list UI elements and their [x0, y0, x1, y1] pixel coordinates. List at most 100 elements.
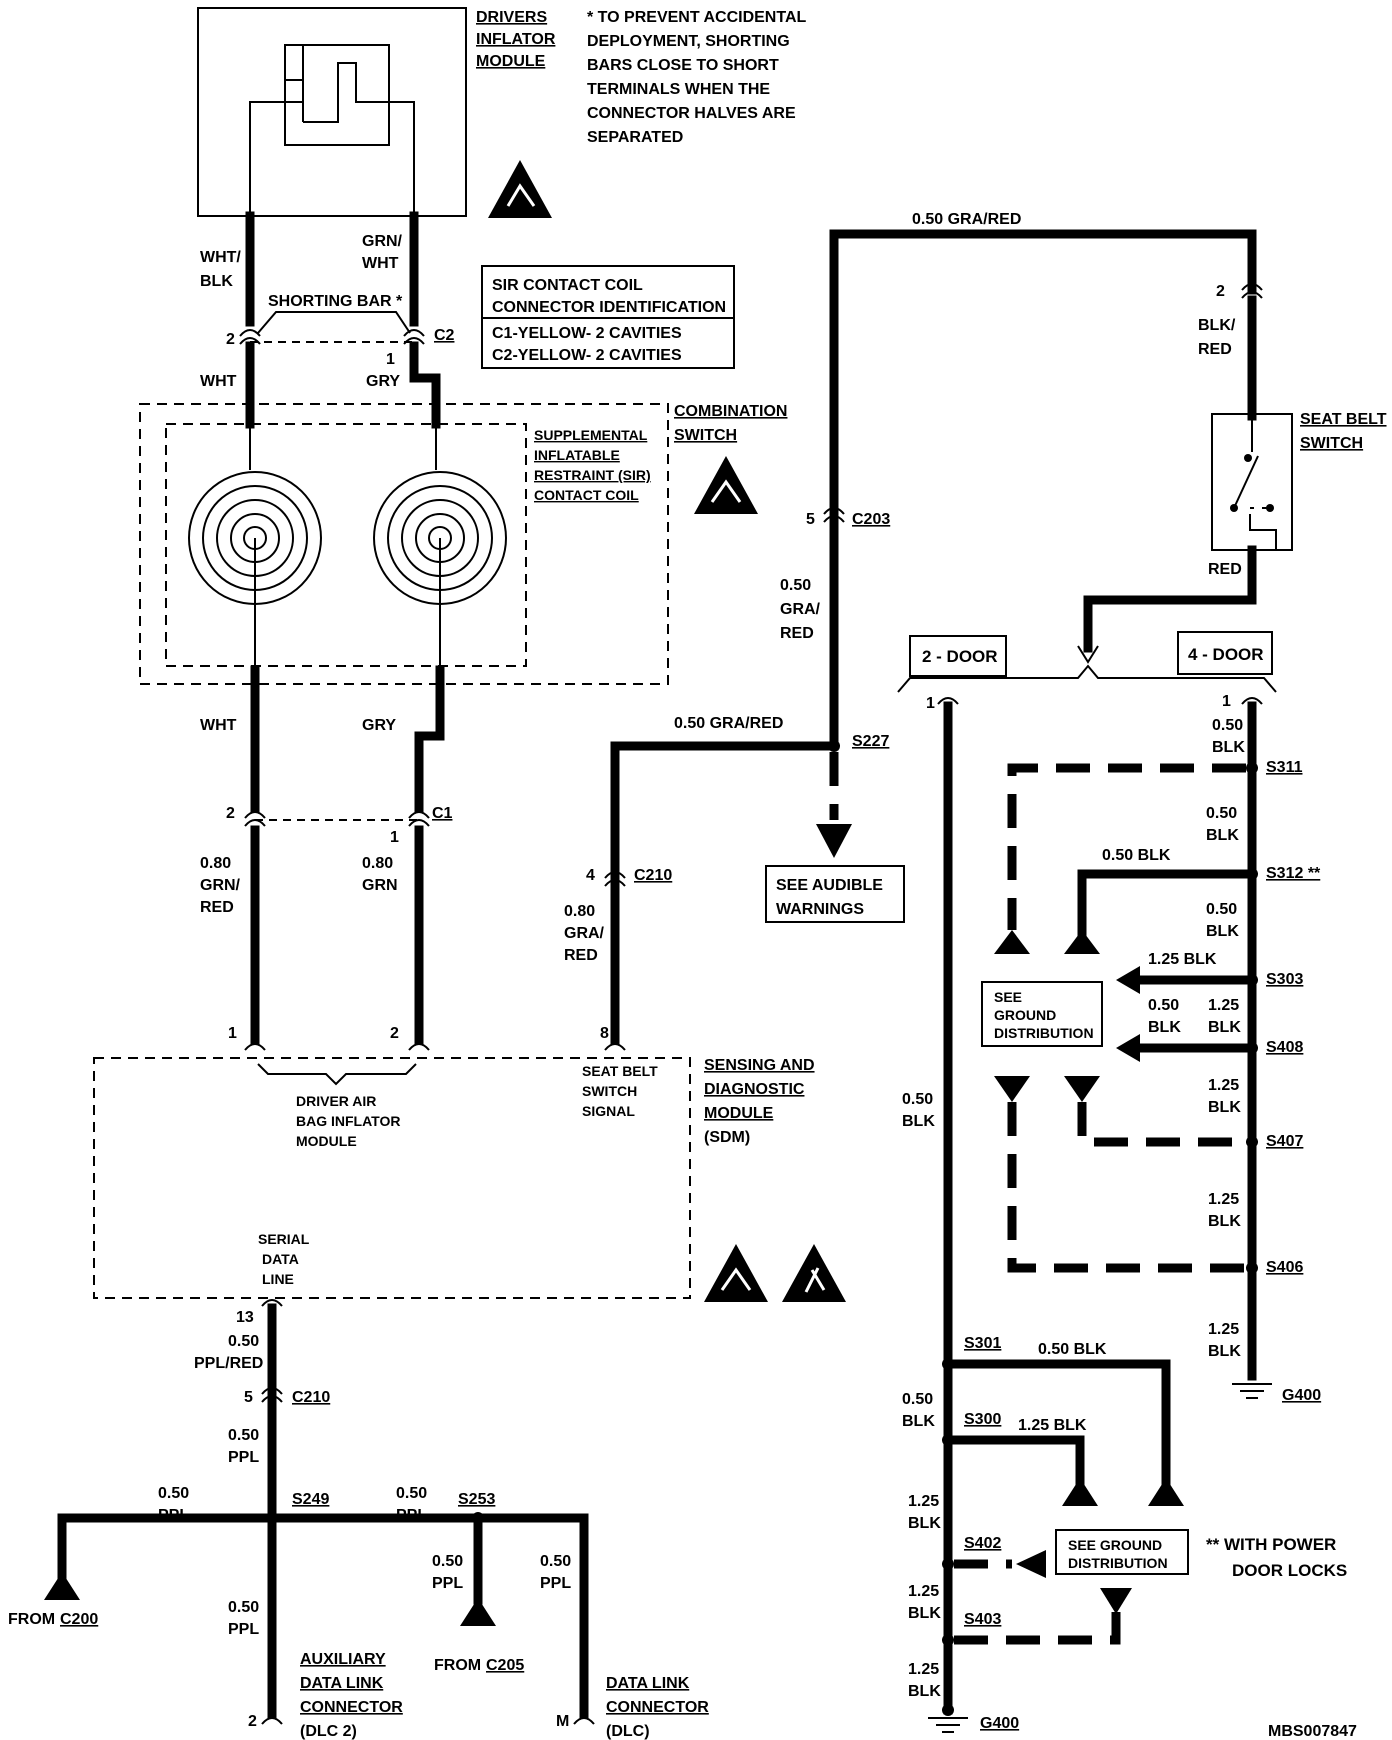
two-door-box [909, 635, 1007, 677]
dlc2-pin-2: 2 [248, 1713, 257, 1730]
gra-red-stack-3: RED [780, 625, 814, 642]
s408-arrow-icon [1116, 1034, 1140, 1062]
s249-splice [266, 1512, 278, 1524]
s300-label: S300 [964, 1411, 1001, 1428]
wht-label-lower: WHT [200, 717, 237, 734]
s227-splice [828, 740, 840, 752]
two-door-pin-1: 1 [926, 695, 935, 712]
shorting-bar-line [257, 311, 411, 334]
s311-label: S311 [1266, 759, 1303, 776]
g400-left-label: G400 [980, 1715, 1019, 1732]
s300-wire-label: 1.25 BLK [1018, 1417, 1087, 1434]
wht-label-upper: WHT [200, 373, 237, 390]
sdm-esd-icon [782, 1244, 846, 1302]
drivers-inflator-label-3: MODULE [476, 53, 546, 70]
aux-dlc-label-3: CONNECTOR [300, 1699, 403, 1716]
s303-arrow-icon [1116, 966, 1140, 994]
s253-label: S253 [458, 1491, 495, 1508]
seatbelt-switch-label-1: SEAT BELT [1300, 411, 1387, 428]
aux-dlc-label-4: (DLC 2) [300, 1723, 357, 1740]
combination-switch-box [139, 403, 669, 685]
grn-label-2: GRN [362, 877, 398, 894]
s402-splice [942, 1558, 954, 1570]
s403-arrow-icon [1100, 1588, 1132, 1614]
ppl-bus-wire [57, 1513, 589, 1719]
gra-red-top-label: 0.50 GRA/RED [912, 211, 1021, 228]
ppl-red-label-2: PPL/RED [194, 1355, 263, 1372]
see-ground-lower-2: DISTRIBUTION [1068, 1555, 1168, 1571]
gra-red-stack-1: 0.50 [780, 577, 811, 594]
sdm-driver-airbag-1: DRIVER AIR [296, 1093, 376, 1109]
s406-dashed-arrow-icon [994, 1076, 1030, 1102]
s403-blk-2: BLK [908, 1683, 941, 1700]
s301-blk-2: BLK [902, 1413, 935, 1430]
s303-upper-blk-1: 0.50 [1206, 901, 1237, 918]
ppl-c205-label-1: 0.50 [432, 1553, 463, 1570]
s303-label: S303 [1266, 971, 1303, 988]
s301-wire-label: 0.50 BLK [1038, 1341, 1107, 1358]
c1-label: C1 [432, 805, 453, 822]
ppl-lower-label-1: 0.50 [228, 1599, 259, 1616]
c203-label: C203 [852, 511, 890, 528]
sir-table-row-1: C1-YELLOW- 2 CAVITIES [492, 325, 682, 342]
c1-pin-2: 2 [226, 805, 235, 822]
g400-right-blk-1: 1.25 [1208, 1321, 1239, 1338]
red-arrow-icon [1077, 645, 1099, 664]
sdm-serial-data-2: DATA [262, 1251, 299, 1267]
four-door-connector [1241, 697, 1263, 705]
shorting-note-4: TERMINALS WHEN THE [587, 81, 770, 98]
s312-upper-blk-2: BLK [1206, 827, 1239, 844]
s403-splice [942, 1634, 954, 1646]
c2-pin-1: 1 [386, 351, 395, 368]
ppl-upper-label-1: 0.50 [228, 1427, 259, 1444]
drivers-inflator-label-1: DRIVERS [476, 9, 547, 26]
power-locks-note-1: ** WITH POWER [1206, 1535, 1336, 1554]
s406-upper-blk-2: BLK [1208, 1213, 1241, 1230]
s300-wire [943, 1435, 1085, 1495]
ppl-lower-label-2: PPL [228, 1621, 259, 1638]
c210-upper-connector [604, 871, 626, 887]
gry-label-lower: GRY [362, 717, 396, 734]
gra-red-mid-label: 0.50 GRA/RED [674, 715, 783, 732]
shorting-note-5: CONNECTOR HALVES ARE [587, 105, 796, 122]
left-clockspring-coil [188, 424, 322, 670]
sdm-box [93, 1057, 691, 1299]
right-clockspring-coil [373, 424, 507, 670]
gry-wire-upper [409, 341, 441, 429]
sir-connector-table [481, 265, 735, 369]
door-brace [897, 664, 1277, 693]
from-c200-arrow-icon [44, 1572, 80, 1600]
s300-ground-arrow-icon [1062, 1478, 1098, 1506]
s406-splice [1246, 1262, 1258, 1274]
see-ground-upper-3: DISTRIBUTION [994, 1025, 1094, 1041]
s312-wire-label: 0.50 BLK [1102, 847, 1171, 864]
ppl-c205-label-2: PPL [432, 1575, 463, 1592]
dlc-label-1: DATA LINK [606, 1675, 690, 1692]
inflator-symbol [249, 44, 415, 216]
s301-wire [943, 1359, 1171, 1495]
sir-table-row-2: C2-YELLOW- 2 CAVITIES [492, 347, 682, 364]
gra-red-80-label-2: GRA/ [564, 925, 605, 942]
shorting-note-3: BARS CLOSE TO SHORT [587, 57, 779, 74]
s301-blk-1: 0.50 [902, 1391, 933, 1408]
four-door-pin-1: 1 [1222, 693, 1231, 710]
see-audible-1: SEE AUDIBLE [776, 877, 883, 894]
from-c205-arrow-icon [460, 1598, 496, 1626]
sdm-seatbelt-signal-3: SIGNAL [582, 1103, 635, 1119]
four-door-label: 4 - DOOR [1188, 645, 1264, 664]
sir-coil-label-1: SUPPLEMENTAL [534, 427, 648, 443]
dlc-label-2: CONNECTOR [606, 1699, 709, 1716]
ppl-left-label-1: 0.50 [158, 1485, 189, 1502]
see-audible-2: WARNINGS [776, 901, 864, 918]
c203-pin-5: 5 [806, 511, 815, 528]
c203-connector [823, 507, 845, 523]
grn-label-1: 0.80 [362, 855, 393, 872]
two-door-blk-2: BLK [902, 1113, 935, 1130]
sdm-pin-2: 2 [390, 1025, 399, 1042]
shorting-note-6: SEPARATED [587, 129, 683, 146]
g400-right-blk-2: BLK [1208, 1343, 1241, 1360]
see-audible-box [765, 865, 905, 923]
two-door-label: 2 - DOOR [922, 647, 998, 666]
s406-dashed [1007, 1102, 1246, 1273]
sir-contact-coil-box [165, 423, 527, 667]
